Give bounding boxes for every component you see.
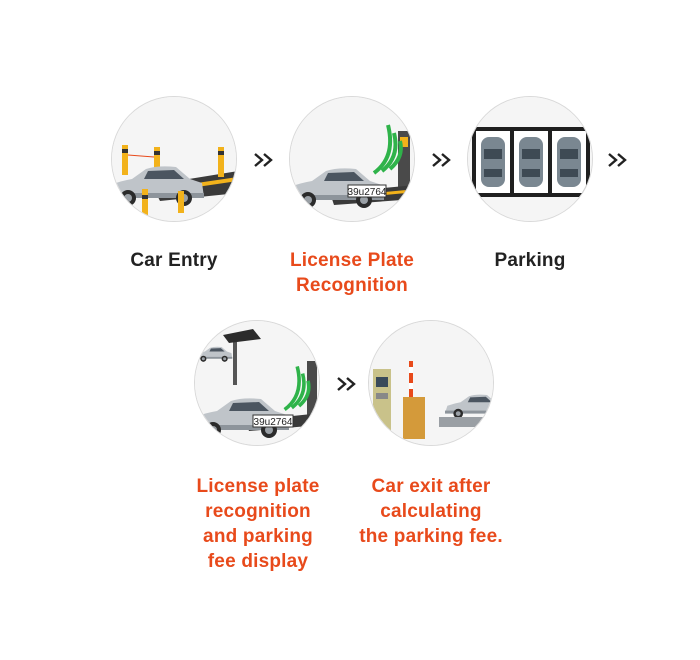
chevron-right-double-icon [253,152,273,168]
chevron-right-double-icon [336,376,356,392]
step-label-car-exit: Car exit after calculating the parking f… [359,476,503,547]
svg-text:39u2764: 39u2764 [254,417,293,428]
car-entry-illustration [111,96,237,222]
plate-fee-display-illustration: 39u2764 [194,320,320,446]
plate-recognition-illustration: 39u2764 [289,96,415,222]
chevron-right-double-icon [607,152,627,168]
step-label-plate-fee-display: License plate recognition and parking fe… [196,476,320,572]
chevron-right-double-icon [431,152,451,168]
car-exit-illustration [368,320,494,446]
step-label-car-entry: Car Entry [130,250,218,271]
step-label-parking: Parking [494,250,566,271]
svg-text:39u2764: 39u2764 [348,187,387,198]
parking-illustration [467,96,593,222]
step-label-plate-recognition: License Plate Recognition [289,250,415,296]
